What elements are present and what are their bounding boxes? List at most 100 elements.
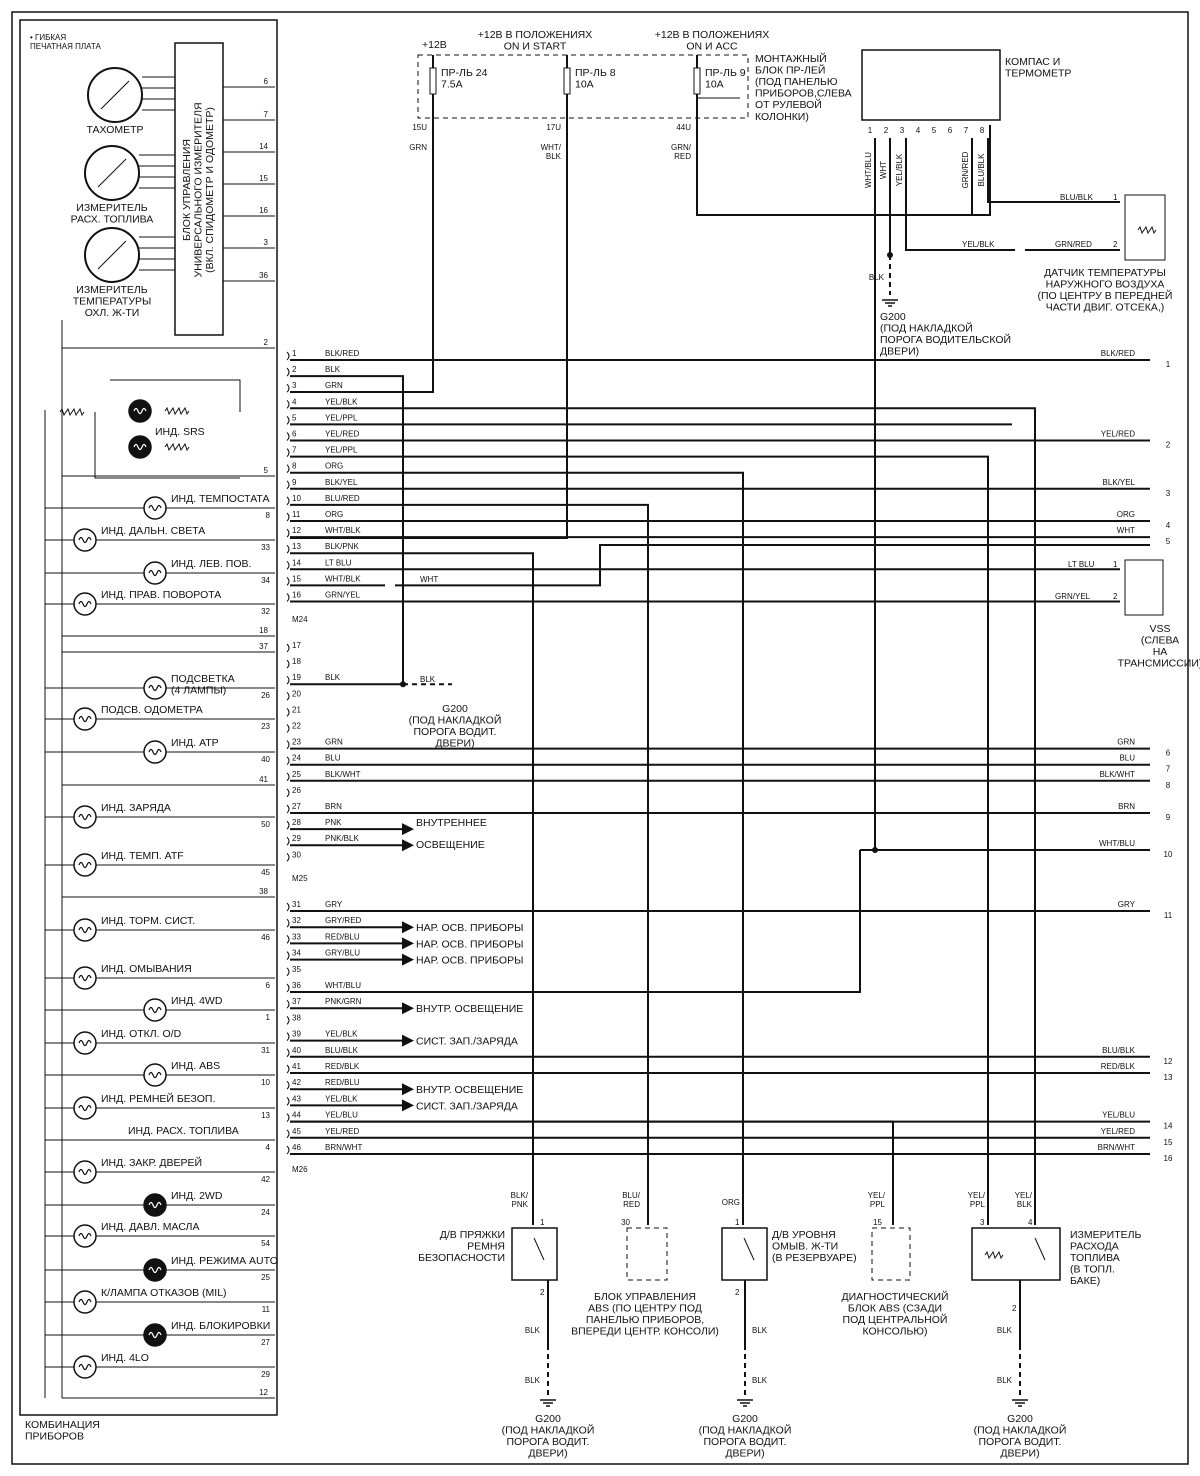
pin-number: 16 [259,206,268,215]
abs-unit-box [626,1227,668,1281]
connector-pin-icon [286,951,290,960]
pin-number: 37 [259,642,268,651]
filament-icon [78,1104,92,1112]
ground-icon [540,1399,556,1407]
indicator-label: ИНД. ABS [171,1060,220,1072]
connector-pin-icon [286,432,290,441]
wire-color: BLK/YEL [325,478,358,487]
arrow-icon [402,1034,414,1047]
pin-number: 15 [873,1218,882,1227]
arrow-icon [402,1002,414,1015]
filament-icon [148,569,162,577]
filament-icon [78,600,92,608]
pin-number: 40 [292,1046,301,1055]
pin-number: 10 [292,494,301,503]
connector-pin-icon [286,383,290,393]
fuse-icon [563,67,571,95]
filament-icon [133,443,147,451]
terminal-label: 15U [412,123,427,132]
connector-pin-icon [286,480,290,490]
connector-pin-icon [286,983,290,993]
filament-icon [133,407,147,415]
wire-color: YEL/BLU [325,1111,358,1120]
filament-icon [148,504,162,512]
wire-color: BLK [997,1376,1013,1385]
pin-number: 25 [261,1273,270,1282]
pin-number: 15 [292,574,301,583]
pin-number: 23 [292,738,301,747]
wire-color: WHT [420,575,438,584]
wire-color: BLK [525,1376,541,1385]
indicator-label: К/ЛАМПА ОТКАЗОВ (MIL) [101,1287,227,1299]
pin-number: 26 [292,786,301,795]
output-number: 9 [1166,813,1171,822]
resistor-icon [164,406,190,416]
pin-number: 24 [292,754,301,763]
wire-color: BLU/RED [622,1191,641,1209]
filament-icon [148,1006,162,1014]
wire-color: LT BLU [1068,560,1095,569]
pin-number: 2 [735,1288,740,1297]
gauge-needle-icon [97,158,127,188]
wire-color: WHT/BLU [325,981,361,990]
pin-number: 5 [292,413,297,422]
pin-number: 42 [292,1078,301,1087]
pin-number: 6 [948,126,953,135]
indicator-label: ИНД. ПРАВ. ПОВОРОТА [101,589,221,601]
pin-number: 6 [266,981,271,990]
wire-blk-pnk [290,552,534,1225]
lamp-icon [73,528,97,552]
destination-label: НАР. ОСВ. ПРИБОРЫ [416,955,523,967]
wire-color: BLU [1119,754,1135,763]
pin-number: 1 [868,126,873,135]
pin-number: 41 [259,775,268,784]
connector-pin-icon [286,935,290,944]
connector-pin-icon [286,512,290,522]
lamp-icon [143,1063,167,1087]
output-number: 11 [1164,911,1173,920]
pin-number: 7 [292,446,297,455]
pin-number: 54 [261,1239,270,1248]
pin-number: 6 [264,77,269,86]
pin-number: 14 [259,142,268,151]
arrow-icon [402,953,414,966]
pin-number: 14 [292,558,301,567]
indicator-label: ИНД. 2WD [171,1190,223,1202]
indicator-label: ИНД. ДАВЛ. МАСЛА [101,1221,199,1233]
pin-number: 1 [266,1013,271,1022]
pin-number: 8 [292,462,297,471]
fuel-sender-box [971,1227,1061,1281]
instrument-cluster-box [19,19,278,1416]
output-number: 4 [1166,521,1171,530]
pin-number: 3 [264,238,269,247]
pin-number: 16 [292,591,301,600]
lamp-icon [73,918,97,942]
pin-number: 10 [261,1078,270,1087]
filament-icon [148,684,162,692]
wire-color: BLK [869,273,885,282]
connector-pin-icon [286,1113,290,1122]
connector-pin-icon [286,918,290,928]
pin-number: 31 [261,1046,270,1055]
pin-number: 2 [264,338,269,347]
wire-color: GRN [325,381,343,390]
wire-color: YEL/RED [1101,1127,1135,1136]
pin-number: 7 [964,126,969,135]
filament-icon [78,813,92,821]
connector-pin-icon [286,544,290,554]
indicator-label: ИНД. АТР [171,737,219,749]
filament-icon [78,1298,92,1306]
control-unit-label: БЛОК УПРАВЛЕНИЯУНИВЕРСАЛЬНОГО ИЗМЕРИТЕЛЯ… [181,102,216,277]
terminal-label: 17U [546,123,561,132]
wire-color: RED/BLU [325,932,360,941]
pin-number: 33 [292,932,301,941]
filament-icon [148,1071,162,1079]
connector-pin-icon [286,577,290,586]
wire-color: WHT/BLK [325,574,361,583]
destination-label: ВНУТР. ОСВЕЩЕНИЕ [416,1003,523,1015]
wire-color: BLK [325,673,341,682]
lamp-icon [73,966,97,990]
wire-color: LT BLU [325,558,352,567]
pin-number: 46 [261,933,270,942]
